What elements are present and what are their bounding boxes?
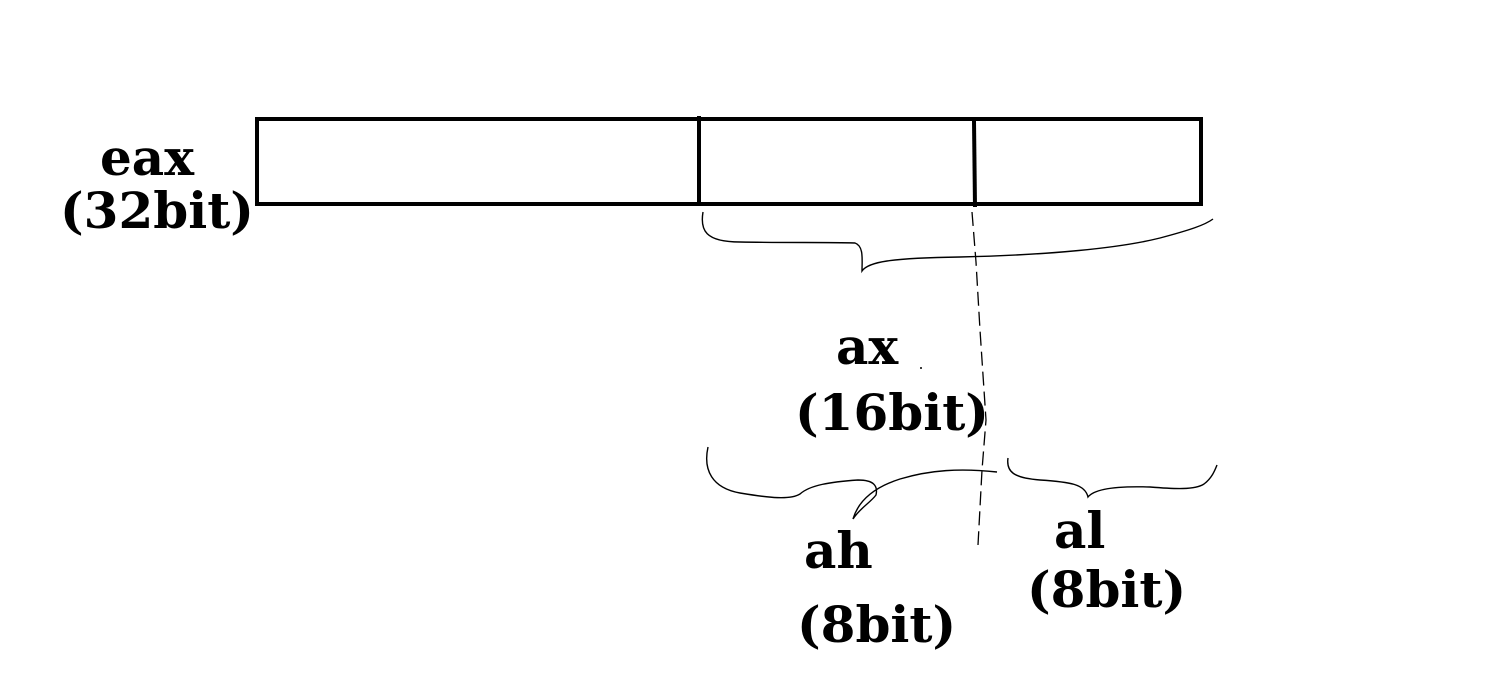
ax-name-label: ax — [836, 317, 899, 376]
eax-register-box — [255, 117, 1203, 206]
eax-name-label: eax — [100, 128, 195, 187]
ah-al-divider — [972, 120, 977, 208]
ax-brace — [701, 211, 1214, 274]
ah-brace — [706, 446, 998, 520]
ah-name-label: ah — [804, 521, 873, 580]
ah-size-label: (8bit) — [797, 595, 957, 654]
stray-dot — [920, 367, 922, 369]
ax-size-label: (16bit) — [795, 383, 989, 442]
al-brace — [1007, 457, 1218, 499]
al-name-label: al — [1054, 501, 1106, 560]
ah-al-dashed-separator — [971, 211, 987, 546]
eax-size-label: (32bit) — [60, 181, 254, 240]
al-size-label: (8bit) — [1027, 560, 1187, 619]
